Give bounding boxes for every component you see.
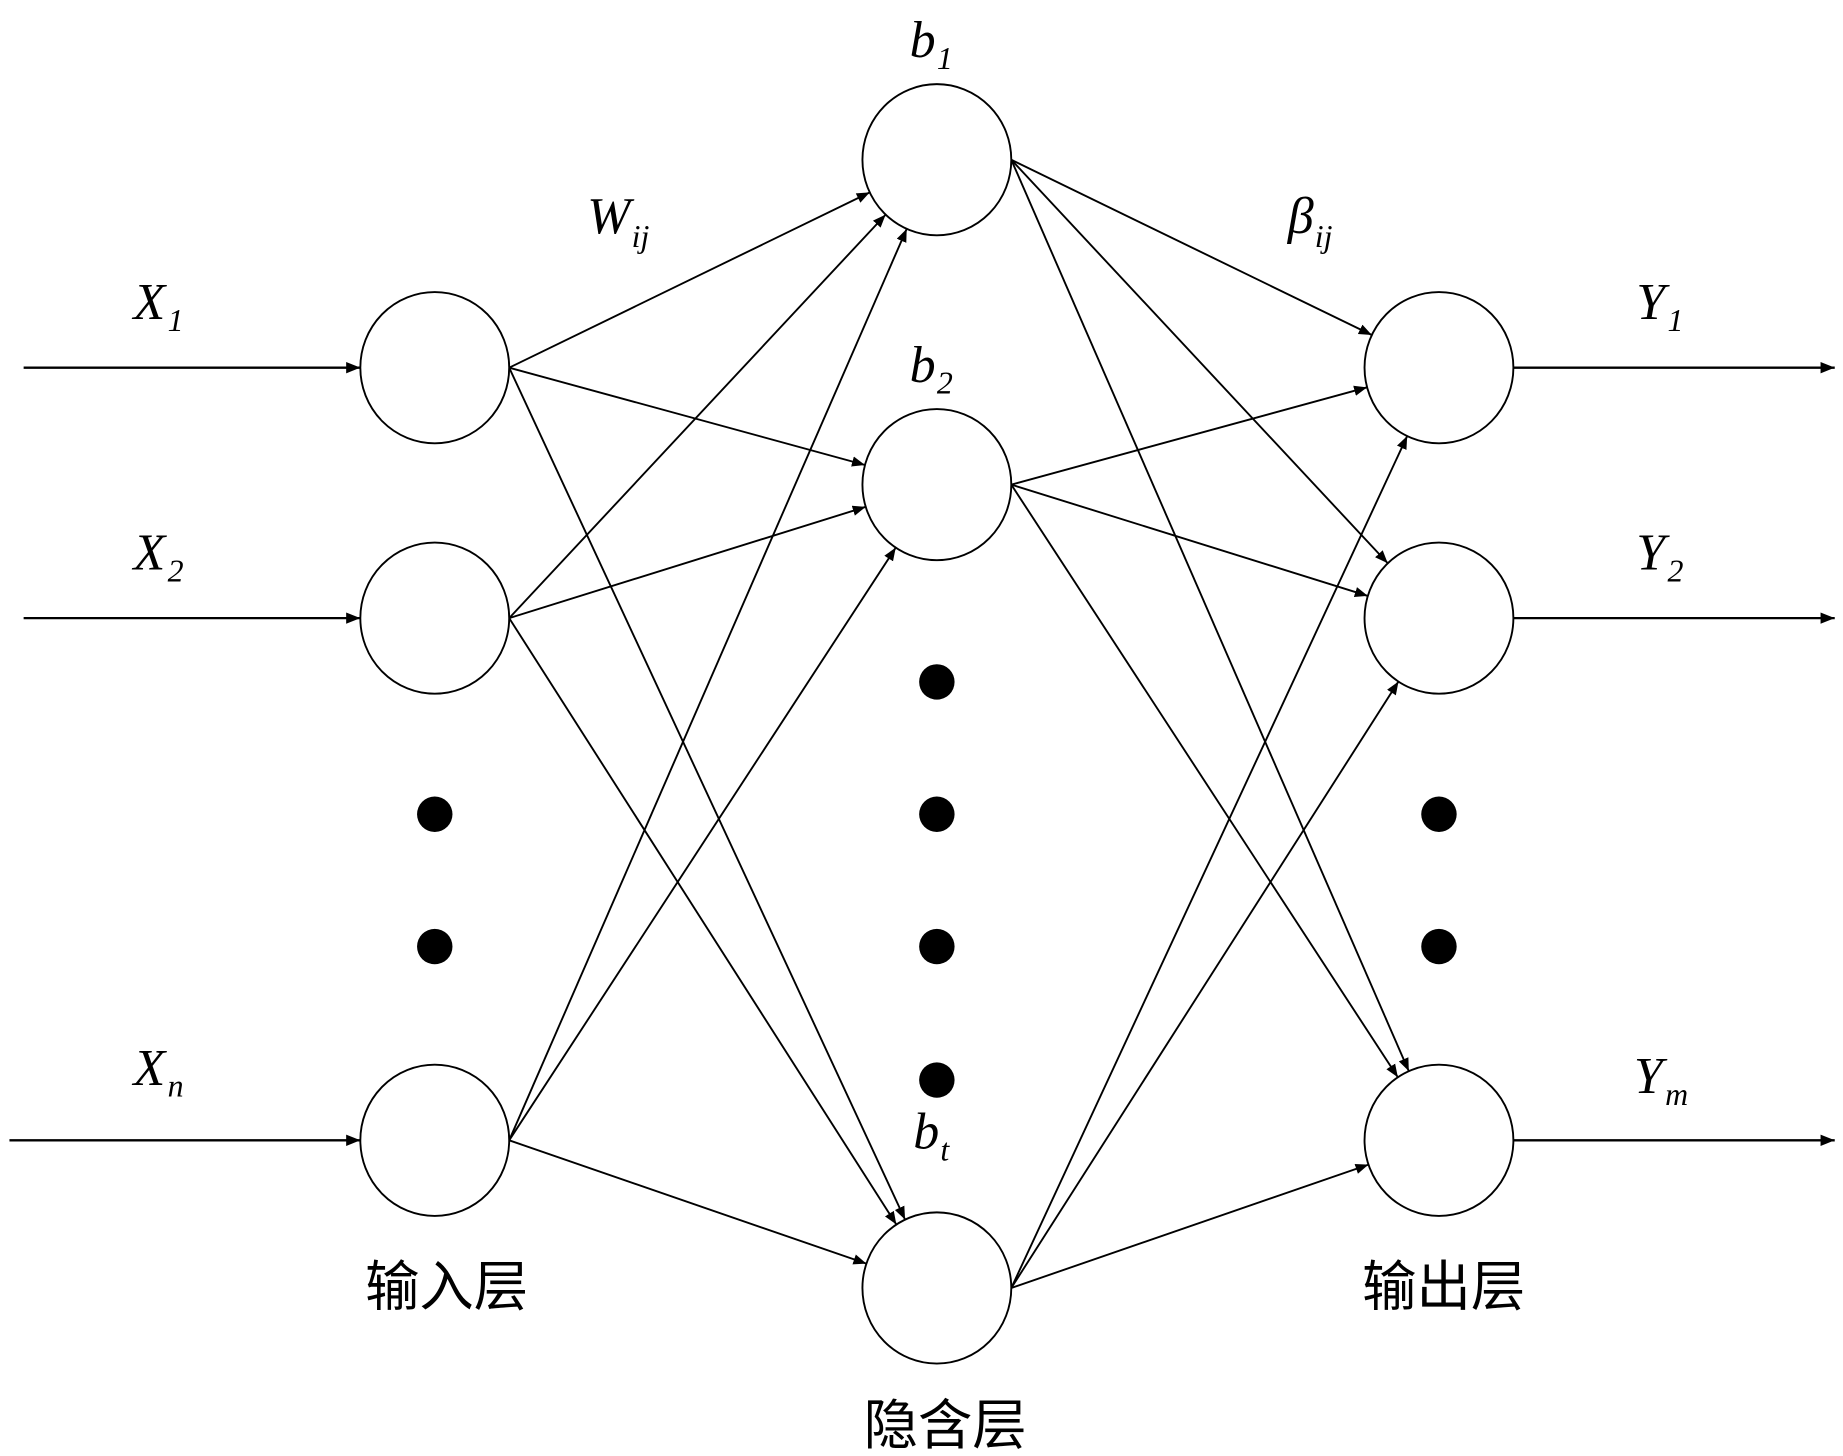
connection-input-2-to-hidden-3	[508, 617, 898, 1226]
hidden-node-1	[861, 83, 1013, 237]
hidden-label-b1: b1	[910, 12, 953, 76]
hidden-layer-label: 隐含层	[864, 1394, 1027, 1456]
input-node-2	[359, 541, 511, 695]
input-ellipsis-dot-2	[417, 928, 453, 965]
connection-input-1-to-hidden-3	[508, 367, 906, 1221]
connection-input-2-to-hidden-2	[508, 505, 866, 620]
hidden-node-2	[861, 408, 1013, 562]
connections	[508, 158, 1410, 1289]
hidden-ellipsis-dot-2	[919, 796, 955, 832]
input-ellipsis-dot-1	[417, 796, 453, 832]
input-label-x1: X1	[131, 274, 183, 338]
output-label-y1: Y1	[1636, 274, 1683, 338]
output-label-ym: Ym	[1634, 1048, 1688, 1112]
hidden-ellipsis-dot-3	[919, 928, 955, 965]
connection-hidden-1-to-output-3	[1010, 159, 1410, 1072]
output-label-y2: Y2	[1636, 525, 1683, 589]
hidden-ellipsis-dot-4	[919, 1062, 955, 1098]
connection-hidden-1-to-output-1	[1010, 158, 1373, 336]
input-label-x2: X2	[131, 525, 183, 589]
input-label-xn: Xn	[131, 1040, 183, 1104]
input-layer-label: 输入层	[365, 1256, 528, 1319]
connection-input-2-to-hidden-1	[508, 213, 887, 619]
connection-hidden-3-to-output-2	[1010, 681, 1400, 1289]
connection-hidden-2-to-output-2	[1011, 483, 1369, 598]
hidden-label-bt: bt	[913, 1104, 950, 1168]
connection-hidden-2-to-output-3	[1010, 484, 1399, 1078]
connection-hidden-2-to-output-1	[1011, 385, 1368, 486]
connection-input-1-to-hidden-2	[508, 366, 866, 467]
connection-input-1-to-hidden-1	[508, 191, 871, 369]
weight-label-w: Wij	[587, 188, 649, 254]
hidden-node-3	[861, 1211, 1013, 1365]
output-node-2	[1363, 541, 1515, 695]
output-node-1	[1363, 291, 1515, 445]
input-node-1	[359, 291, 511, 445]
output-ellipsis-dot-1	[1421, 796, 1457, 832]
ellipsis-dots	[417, 664, 1457, 1098]
connection-hidden-1-to-output-2	[1010, 159, 1389, 564]
hidden-label-b2: b2	[910, 337, 953, 401]
input-node-3	[359, 1063, 511, 1217]
output-layer-label: 输出层	[1362, 1256, 1525, 1319]
weight-label-beta: βij	[1287, 188, 1333, 254]
output-node-3	[1363, 1063, 1515, 1217]
connection-input-3-to-hidden-2	[508, 547, 897, 1141]
io-arrows	[9, 361, 1835, 1146]
hidden-ellipsis-dot-1	[919, 664, 955, 700]
connection-hidden-3-to-output-3	[1010, 1163, 1369, 1289]
output-ellipsis-dot-2	[1421, 928, 1457, 965]
connection-input-3-to-hidden-1	[508, 228, 908, 1141]
nodes	[359, 83, 1515, 1365]
connection-input-3-to-hidden-3	[508, 1139, 867, 1265]
connection-hidden-3-to-output-1	[1010, 435, 1409, 1289]
